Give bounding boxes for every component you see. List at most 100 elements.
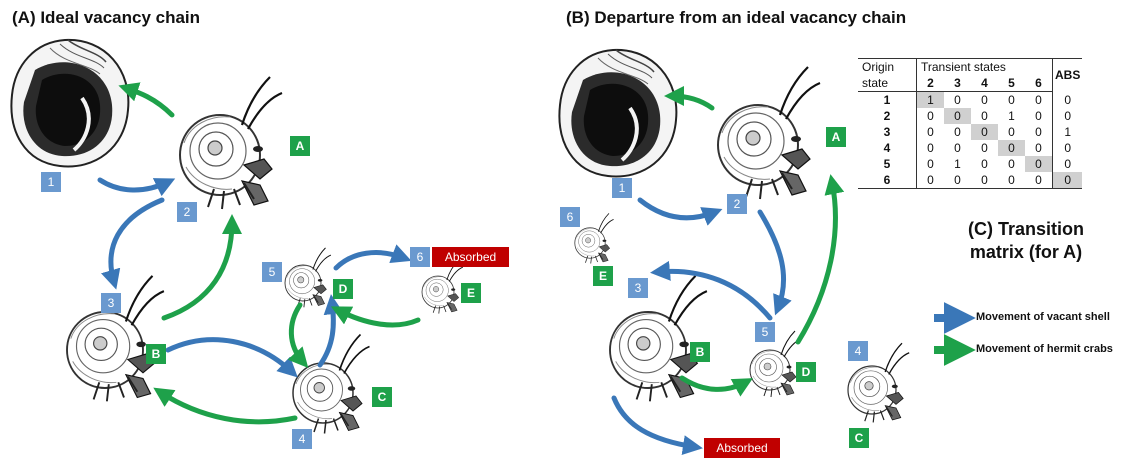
matrix-cell: 0 (917, 124, 945, 140)
matrix-cell: 0 (917, 140, 945, 156)
column-header: 4 (971, 75, 998, 92)
panel-b-drawings (559, 50, 909, 422)
matrix-row: 2 0 0 0 1 0 0 (858, 108, 1082, 124)
crab-label-d: D (333, 279, 353, 299)
matrix-abs-cell: 1 (1053, 124, 1083, 140)
origin-header: Origin (858, 59, 917, 76)
state-label-5: 5 (755, 322, 775, 342)
row-state: 3 (858, 124, 917, 140)
matrix-cell: 0 (1025, 156, 1053, 172)
hermit-crab-icon (575, 213, 614, 263)
matrix-abs-cell: 0 (1053, 108, 1083, 124)
matrix-abs-cell: 0 (1053, 172, 1083, 189)
panel-b-title: (B) Departure from an ideal vacancy chai… (566, 8, 906, 28)
column-header: 5 (998, 75, 1025, 92)
absorbed-badge: Absorbed (432, 247, 509, 267)
vacant-shell-icon (559, 50, 676, 177)
matrix-cell: 0 (998, 172, 1025, 189)
matrix-cell: 0 (944, 140, 971, 156)
matrix-cell: 0 (998, 124, 1025, 140)
matrix-cell: 1 (944, 156, 971, 172)
state-label-6: 6 (410, 247, 430, 267)
matrix-cell: 0 (944, 108, 971, 124)
state-label-2: 2 (727, 194, 747, 214)
matrix-cell: 0 (971, 124, 998, 140)
matrix-row: 1 1 0 0 0 0 0 (858, 92, 1082, 109)
row-state: 4 (858, 140, 917, 156)
column-header: 6 (1025, 75, 1053, 92)
hermit-crab-icon (180, 77, 282, 209)
matrix-cell: 0 (971, 156, 998, 172)
panel-a-arrows (100, 88, 418, 422)
matrix-cell: 0 (998, 92, 1025, 109)
matrix-cell: 0 (917, 108, 945, 124)
matrix-caption: (C) Transition matrix (for A) (968, 218, 1084, 264)
hermit-crab-icon (422, 261, 463, 314)
matrix-row: 5 0 1 0 0 0 0 (858, 156, 1082, 172)
matrix-cell: 0 (944, 92, 971, 109)
matrix-row: 3 0 0 0 0 0 1 (858, 124, 1082, 140)
row-state: 2 (858, 108, 917, 124)
panel-a-title: (A) Ideal vacancy chain (12, 8, 200, 28)
matrix-row: 6 0 0 0 0 0 0 (858, 172, 1082, 189)
state-label-1: 1 (612, 178, 632, 198)
matrix-cell: 0 (1025, 140, 1053, 156)
state-label-1: 1 (41, 172, 61, 192)
row-state: 5 (858, 156, 917, 172)
state-label-4: 4 (848, 341, 868, 361)
legend-vacant-shell: Movement of vacant shell (976, 311, 1110, 323)
matrix-cell: 0 (944, 124, 971, 140)
matrix-cell: 0 (998, 156, 1025, 172)
matrix-abs-cell: 0 (1053, 156, 1083, 172)
matrix-cell: 0 (971, 140, 998, 156)
vacant-shell-icon (11, 40, 128, 167)
origin-header: state (858, 75, 917, 92)
matrix-cell: 0 (1025, 124, 1053, 140)
crab-label-b: B (146, 344, 166, 364)
hermit-crab-icon (718, 67, 820, 199)
state-label-6: 6 (560, 207, 580, 227)
crab-label-b: B (690, 342, 710, 362)
state-label-3: 3 (628, 278, 648, 298)
crab-label-e: E (593, 266, 613, 286)
matrix-caption-line: (C) Transition (968, 218, 1084, 241)
absorbed-badge: Absorbed (704, 438, 780, 458)
matrix-cell: 0 (971, 92, 998, 109)
crab-label-a: A (826, 127, 846, 147)
matrix-cell: 0 (944, 172, 971, 189)
hermit-crab-icon (285, 248, 331, 307)
matrix-cell: 0 (998, 140, 1025, 156)
abs-header: ABS (1053, 59, 1083, 92)
hermit-crab-icon (293, 335, 370, 434)
matrix-cell: 0 (917, 172, 945, 189)
crab-label-c: C (849, 428, 869, 448)
matrix-cell: 0 (971, 108, 998, 124)
legend-arrows (934, 318, 963, 350)
matrix-row: 4 0 0 0 0 0 0 (858, 140, 1082, 156)
state-label-5: 5 (262, 262, 282, 282)
matrix-caption-line: matrix (for A) (968, 241, 1084, 264)
state-label-2: 2 (177, 202, 197, 222)
matrix-cell: 0 (1025, 92, 1053, 109)
matrix-abs-cell: 0 (1053, 92, 1083, 109)
panel-a-drawings (11, 40, 462, 434)
matrix-cell: 0 (1025, 108, 1053, 124)
crab-label-c: C (372, 387, 392, 407)
crab-label-d: D (796, 362, 816, 382)
matrix-cell: 1 (998, 108, 1025, 124)
matrix-abs-cell: 0 (1053, 140, 1083, 156)
transition-matrix: Origin Transient states ABS state 2 3 4 … (858, 58, 1082, 189)
matrix-cell: 1 (917, 92, 945, 109)
matrix-cell: 0 (1025, 172, 1053, 189)
state-label-4: 4 (292, 429, 312, 449)
legend-hermit-crabs: Movement of hermit crabs (976, 343, 1113, 355)
state-label-3: 3 (101, 293, 121, 313)
column-header: 3 (944, 75, 971, 92)
matrix-cell: 0 (917, 156, 945, 172)
crab-label-a: A (290, 136, 310, 156)
transient-header: Transient states (917, 59, 1053, 76)
row-state: 1 (858, 92, 917, 109)
crab-label-e: E (461, 283, 481, 303)
column-header: 2 (917, 75, 945, 92)
